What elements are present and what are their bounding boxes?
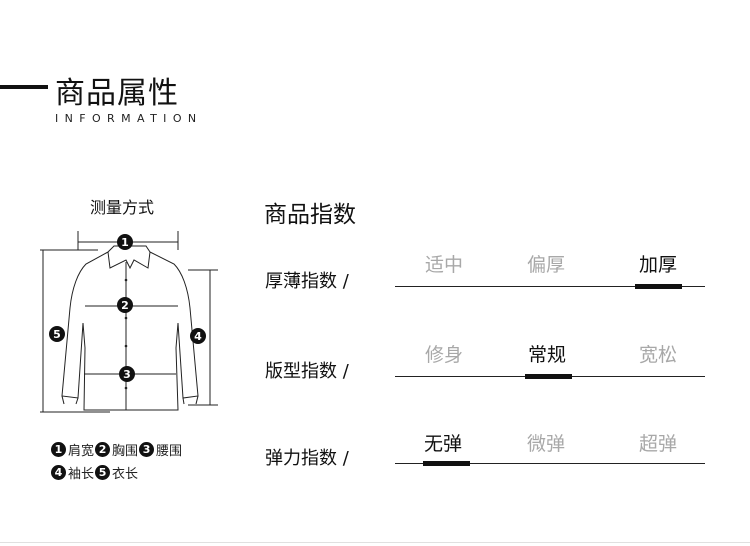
fit-selected-marker (525, 374, 572, 379)
legend-number: 3 (139, 442, 155, 457)
marker-2: 2 (121, 299, 129, 312)
marker-4: 4 (194, 330, 202, 343)
legend-number: 1 (51, 442, 66, 457)
footer-divider (0, 542, 750, 543)
thickness-track (395, 286, 705, 287)
legend-label: 胸围 (112, 444, 139, 459)
elasticity-selected-marker (423, 461, 470, 466)
elasticity-option-1-selected: 无弹 (423, 433, 462, 455)
elasticity-option-2: 微弹 (526, 433, 565, 455)
shirt-diagram-icon: 1 2 3 4 5 (40, 231, 218, 413)
legend-number: 2 (95, 442, 111, 457)
marker-5: 5 (53, 328, 61, 341)
thickness-option-2: 偏厚 (526, 254, 565, 276)
marker-1: 1 (121, 236, 129, 249)
thickness-selected-marker (635, 284, 682, 289)
measure-title: 测量方式 (90, 198, 155, 217)
thickness-option-1: 适中 (424, 254, 463, 276)
thickness-index-label: 厚薄指数 / (265, 271, 349, 292)
page-subtitle: INFORMATION (55, 112, 203, 125)
page-title: 商品属性 (55, 76, 179, 111)
fit-index-label: 版型指数 / (265, 361, 349, 382)
legend-label: 衣长 (112, 467, 139, 482)
elasticity-option-3: 超弹 (638, 433, 677, 455)
marker-3: 3 (123, 368, 131, 381)
legend-label: 肩宽 (68, 444, 95, 459)
thickness-option-3-selected: 加厚 (638, 254, 677, 276)
index-title: 商品指数 (264, 202, 356, 228)
fit-option-2-selected: 常规 (527, 344, 566, 366)
legend-number: 4 (51, 465, 66, 480)
legend-label: 腰围 (156, 444, 183, 459)
title-accent-line (0, 85, 48, 89)
elasticity-track (395, 463, 705, 464)
legend-number: 5 (95, 465, 111, 480)
elasticity-index-label: 弹力指数 / (265, 448, 349, 469)
legend-label: 袖长 (68, 467, 95, 482)
fit-option-3: 宽松 (638, 344, 677, 366)
fit-option-1: 修身 (424, 344, 463, 366)
